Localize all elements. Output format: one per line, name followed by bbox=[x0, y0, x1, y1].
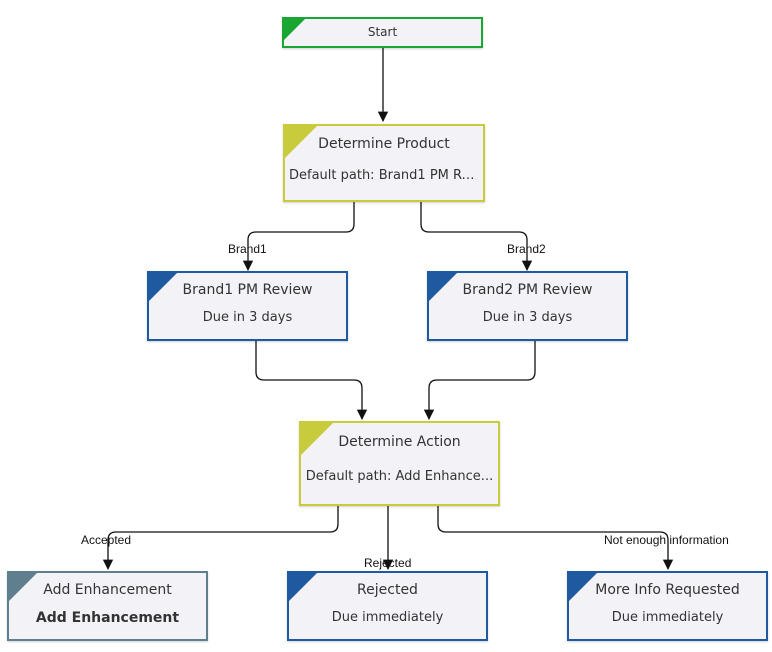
determine-product-title: Determine Product bbox=[318, 136, 450, 152]
rejected-due: Due immediately bbox=[331, 610, 444, 625]
task-corner-flag bbox=[569, 573, 597, 601]
edge-determine-action-to-more-info[interactable] bbox=[437, 506, 674, 571]
brand1-pm-review-node[interactable]: Brand1 PM Review Due in 3 days bbox=[147, 271, 348, 341]
start-node[interactable]: Start bbox=[282, 17, 483, 48]
edge-determine-action-to-add-enhancement[interactable] bbox=[102, 506, 339, 571]
edge-determine-product-to-brand1[interactable] bbox=[242, 202, 355, 272]
edge-label-not-enough-information: Not enough information bbox=[604, 533, 729, 547]
determine-action-title: Determine Action bbox=[338, 434, 461, 450]
more-info-requested-due: Due immediately bbox=[611, 610, 724, 625]
more-info-requested-node[interactable]: More Info Requested Due immediately bbox=[567, 571, 768, 641]
determine-action-node[interactable]: Determine Action Default path: Add Enhan… bbox=[299, 421, 500, 506]
brand2-pm-review-title: Brand2 PM Review bbox=[462, 282, 593, 298]
start-node-title: Start bbox=[367, 25, 398, 39]
determine-product-subtitle: Default path: Brand1 PM Re... bbox=[289, 168, 482, 183]
more-info-requested-title: More Info Requested bbox=[595, 582, 740, 598]
edge-brand1-to-determine-action[interactable] bbox=[255, 340, 368, 421]
edge-label-brand1: Brand1 bbox=[228, 242, 267, 256]
edge-label-brand2: Brand2 bbox=[507, 242, 546, 256]
brand2-pm-review-node[interactable]: Brand2 PM Review Due in 3 days bbox=[427, 271, 628, 341]
task-corner-flag bbox=[429, 273, 457, 301]
start-corner-flag bbox=[284, 19, 305, 40]
edge-determine-product-to-brand2[interactable] bbox=[420, 202, 533, 272]
add-enhancement-node[interactable]: Add Enhancement Add Enhancement bbox=[7, 571, 208, 641]
decision-corner-flag bbox=[301, 423, 333, 455]
brand1-pm-review-due: Due in 3 days bbox=[202, 310, 293, 325]
enhancement-corner-flag bbox=[9, 573, 37, 601]
brand2-pm-review-due: Due in 3 days bbox=[482, 310, 573, 325]
rejected-title: Rejected bbox=[357, 582, 418, 598]
rejected-node[interactable]: Rejected Due immediately bbox=[287, 571, 488, 641]
decision-corner-flag bbox=[285, 126, 317, 158]
edge-label-accepted: Accepted bbox=[81, 533, 132, 547]
edge-brand2-to-determine-action[interactable] bbox=[423, 340, 536, 421]
edge-label-rejected: Rejected bbox=[364, 556, 412, 570]
determine-product-node[interactable]: Determine Product Default path: Brand1 P… bbox=[283, 124, 485, 202]
task-corner-flag bbox=[289, 573, 317, 601]
task-corner-flag bbox=[149, 273, 177, 301]
add-enhancement-title: Add Enhancement bbox=[43, 582, 172, 598]
add-enhancement-action: Add Enhancement bbox=[35, 610, 180, 626]
determine-action-subtitle: Default path: Add Enhance... bbox=[305, 469, 494, 484]
brand1-pm-review-title: Brand1 PM Review bbox=[182, 282, 313, 298]
